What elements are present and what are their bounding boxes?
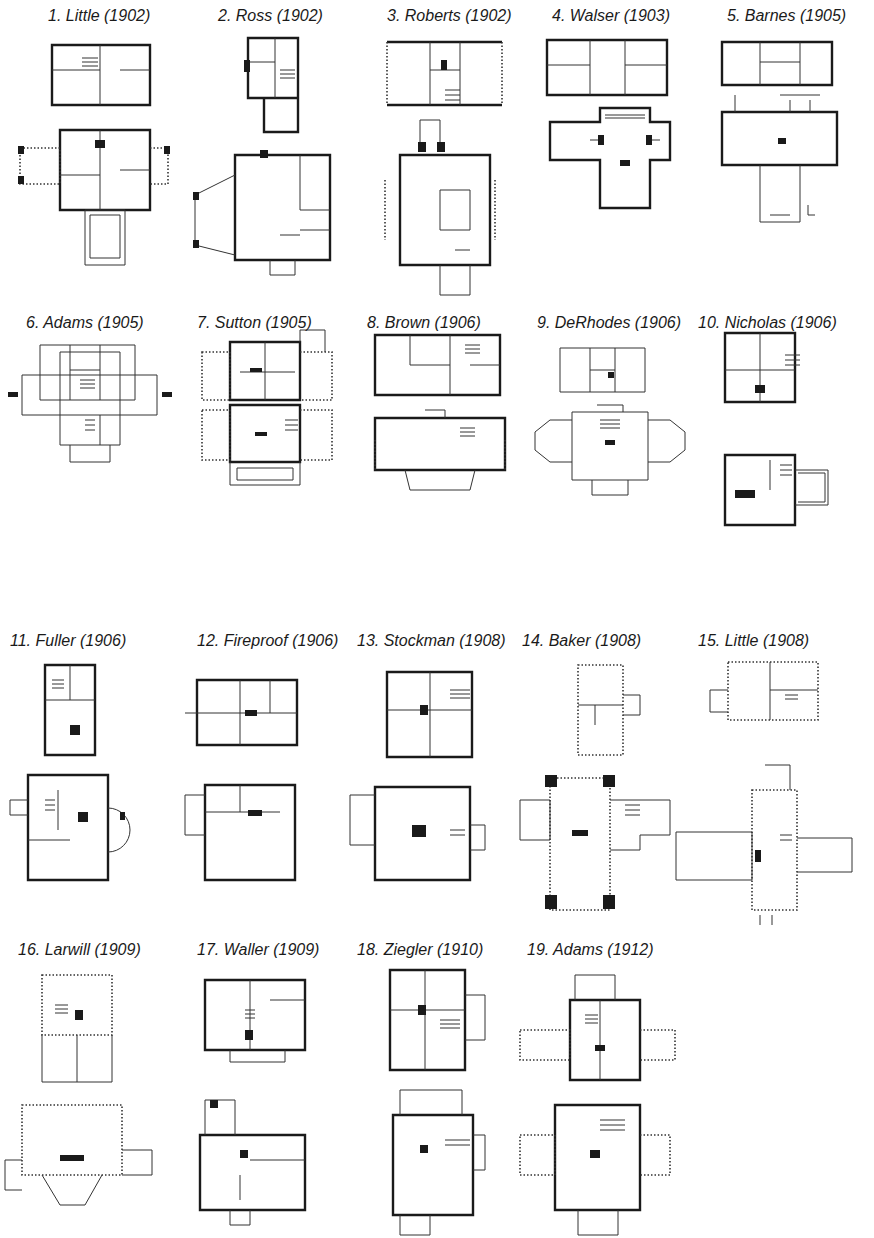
fireplace [590, 1045, 605, 1158]
fireplace [245, 710, 262, 816]
partition [185, 680, 297, 835]
floor-plan [18, 45, 170, 265]
plan-title: 9. DeRhodes (1906) [537, 313, 681, 333]
plan-title: 8. Brown (1906) [367, 313, 481, 333]
wall [22, 975, 122, 1175]
plan-title: 7. Sutton (1905) [197, 313, 312, 333]
fireplace [418, 60, 447, 152]
plan-title: 10. Nicholas (1906) [698, 313, 837, 333]
fireplace [210, 1030, 253, 1158]
floor-plan [676, 662, 852, 925]
wall [28, 665, 108, 880]
floor-plan [350, 672, 485, 880]
plan-title: 15. Little (1908) [698, 631, 809, 651]
floor-plan [193, 38, 330, 275]
partition [70, 345, 100, 445]
plan-title: 1. Little (1902) [48, 6, 150, 26]
porch [20, 148, 168, 184]
wall [722, 42, 837, 165]
wall [22, 345, 157, 462]
floor-plan [202, 330, 332, 485]
wall [390, 970, 473, 1215]
plan-title: 4. Walser (1903) [552, 6, 670, 26]
plan-title: 3. Roberts (1902) [387, 6, 512, 26]
porch [520, 1030, 675, 1175]
fireplace [598, 135, 652, 166]
plan-title: 17. Waller (1909) [197, 940, 319, 960]
wall [728, 662, 818, 910]
partition [735, 42, 820, 222]
floor-plan [385, 42, 502, 295]
partition [676, 662, 852, 925]
partition [590, 348, 623, 428]
fireplace [418, 1005, 428, 1153]
wall [555, 1000, 640, 1210]
fireplace [18, 140, 170, 184]
plan-title: 16. Larwill (1909) [18, 940, 141, 960]
partition [725, 333, 828, 505]
plan-title: 18. Ziegler (1910) [357, 940, 483, 960]
fireplace [778, 138, 786, 144]
fireplace [8, 392, 172, 397]
wall [547, 40, 670, 208]
partition [390, 970, 485, 1235]
fireplace [605, 372, 615, 445]
floor-plan [722, 42, 837, 222]
plan-title: 11. Fuller (1906) [10, 631, 126, 651]
floor-plan [520, 975, 675, 1235]
floor-plan [10, 665, 130, 880]
partition [405, 335, 500, 490]
partition [5, 1005, 152, 1205]
fireplace [250, 368, 267, 436]
fireplace [193, 60, 268, 248]
plan-title: 13. Stockman (1908) [357, 631, 506, 651]
floor-plan [375, 335, 505, 490]
wall [375, 335, 505, 470]
fireplace [70, 725, 125, 822]
plan-title: 5. Barnes (1905) [727, 6, 846, 26]
plan-title: 14. Baker (1908) [522, 631, 641, 651]
wall [387, 42, 502, 265]
porch [202, 352, 332, 460]
floor-plan [725, 333, 828, 525]
fireplace [60, 1010, 84, 1161]
partition [350, 672, 485, 850]
partition [420, 42, 470, 295]
floor-plan [390, 970, 485, 1235]
plan-title: 2. Ross (1902) [218, 6, 323, 26]
porch [375, 440, 505, 470]
wall [375, 672, 472, 880]
partition [230, 330, 325, 485]
partition [575, 975, 625, 1235]
floor-plan [185, 680, 297, 880]
plan-title: 19. Adams (1912) [527, 940, 654, 960]
plan-title: 6. Adams (1905) [26, 313, 144, 333]
partition [52, 45, 150, 265]
fireplace [412, 705, 428, 837]
partition [520, 695, 670, 850]
partition [547, 40, 667, 140]
porch [385, 42, 502, 240]
floor-plan [5, 975, 152, 1205]
floor-plan [200, 980, 305, 1225]
plan-title: 12. Fireproof (1906) [197, 631, 338, 651]
fireplace [755, 850, 761, 862]
fireplace [735, 385, 765, 498]
floor-plan [520, 665, 670, 910]
fireplace [545, 775, 615, 909]
partition [10, 665, 130, 852]
floor-plan [547, 40, 670, 208]
floor-plan [8, 345, 172, 462]
floor-plan [535, 348, 685, 495]
partition [205, 980, 305, 1225]
wall [535, 348, 685, 495]
wall [197, 680, 297, 880]
wall [550, 665, 623, 910]
